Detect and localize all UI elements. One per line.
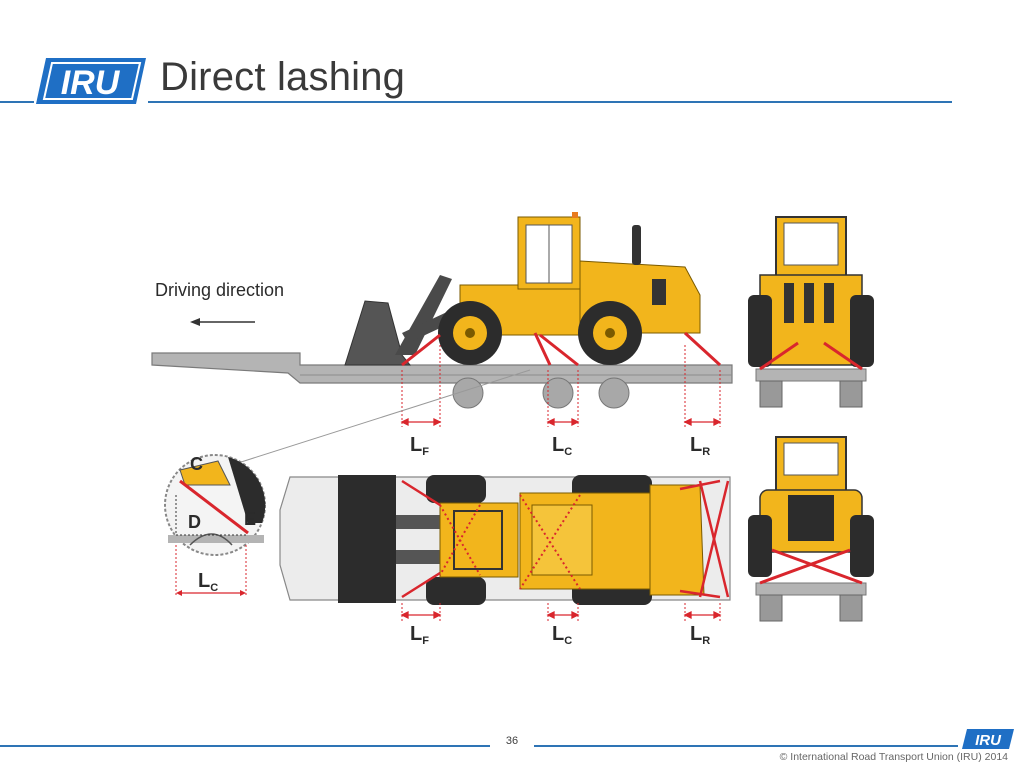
detail-circle: C D E LC	[164, 369, 531, 597]
label-lr-side: LR	[690, 434, 710, 458]
wheel-loader-side	[344, 212, 701, 366]
footer-rule-left	[0, 745, 490, 747]
label-lc-side: LC	[552, 434, 572, 458]
iru-logo-text: IRU	[61, 64, 121, 102]
page-number: 36	[505, 735, 519, 747]
trailer-side	[151, 352, 733, 409]
label-lf-top: LF	[410, 623, 429, 647]
label-lr-top: LR	[690, 623, 710, 647]
page-title: Direct lashing	[160, 55, 406, 99]
side-view: Driving direction	[151, 212, 733, 458]
detail-label-d: D	[188, 512, 201, 532]
label-lc-top: LC	[552, 623, 572, 647]
direct-lashing-diagram: Driving direction	[151, 212, 874, 647]
dimension-guides-side	[401, 345, 721, 427]
lashing-straps-side	[401, 331, 722, 367]
copyright-text: © International Road Transport Union (IR…	[779, 751, 1008, 763]
top-view: LF LC LR	[279, 475, 731, 647]
detail-label-e: E	[244, 509, 256, 529]
label-lf-side: LF	[410, 434, 429, 458]
iru-logo: IRU	[36, 58, 146, 104]
rear-view-side-straps	[748, 216, 874, 408]
iru-footer-logo: IRU	[962, 729, 1014, 749]
header-rule-left	[0, 101, 34, 103]
footer-rule-right	[534, 745, 958, 747]
driving-direction-label: Driving direction	[155, 280, 284, 300]
detail-label-c: C	[190, 454, 203, 474]
dimension-arrows-side	[400, 417, 722, 427]
detail-label-lc: LC	[198, 570, 218, 594]
driving-direction-arrow	[190, 318, 255, 326]
header-rule-right	[148, 101, 952, 103]
rear-view-cross-straps	[748, 436, 874, 622]
iru-footer-logo-text: IRU	[975, 732, 1002, 749]
